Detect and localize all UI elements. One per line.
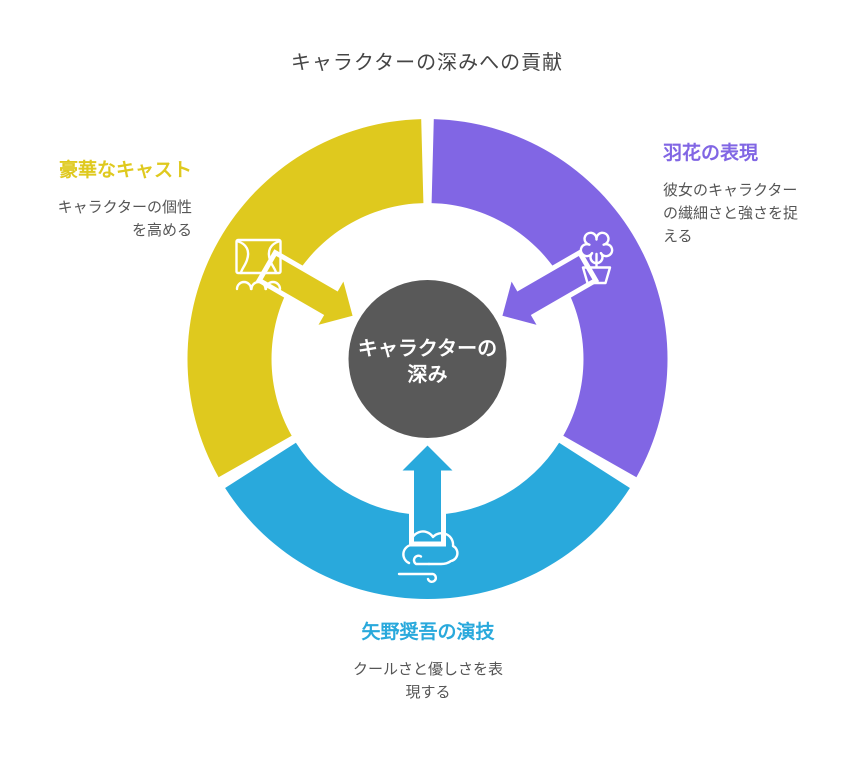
segment-arc-cast: [187, 119, 424, 478]
label-cast-title: 豪華なキャスト: [58, 160, 192, 181]
label-hana: 羽花の表現 彼女のキャラクターの繊細さと強さを捉える: [663, 141, 809, 248]
center-label-line1: キャラクターの: [358, 337, 497, 360]
center-circle: キャラクターの 深み: [348, 280, 507, 438]
center-hub-disc: [348, 280, 507, 438]
arrow-yano: [390, 438, 465, 547]
segment-arc-hana: [431, 119, 668, 478]
label-cast-description: キャラクターの個性を高める: [57, 199, 192, 239]
arrow-cast: [255, 249, 359, 333]
label-yano: 矢野奨吾の演技 クールさと優しさを表現する: [352, 620, 504, 704]
wind-cloud-icon: [397, 530, 459, 584]
label-yano-title: 矢野奨吾の演技: [361, 622, 495, 643]
theater-stage-icon: [235, 238, 282, 291]
label-hana-title: 羽花の表現: [663, 143, 759, 164]
page-title: キャラクターの深みへの貢献: [290, 52, 564, 74]
potted-flower-icon: [579, 231, 614, 285]
label-hana-description: 彼女のキャラクターの繊細さと強さを捉える: [663, 182, 799, 245]
label-cast: 豪華なキャスト キャラクターの個性を高める: [50, 158, 192, 242]
center-label-line2: 深み: [408, 363, 448, 386]
label-yano-description: クールさと優しさを表現する: [352, 661, 503, 701]
